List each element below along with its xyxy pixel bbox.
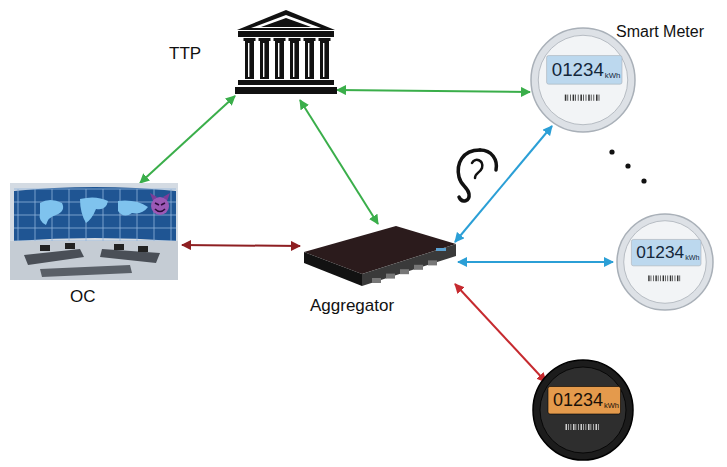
smart-meter-node: Smart Meter 01234kWh bbox=[528, 22, 725, 138]
node-label: TTP bbox=[169, 44, 201, 64]
operation-center-node: OC bbox=[10, 183, 182, 313]
ttp-node: TTP bbox=[165, 8, 337, 100]
link-arrow bbox=[182, 245, 300, 246]
node-label: Aggregator bbox=[310, 296, 394, 316]
link-arrow bbox=[455, 284, 546, 382]
link-arrow bbox=[455, 126, 552, 242]
ttp-building-icon bbox=[235, 8, 337, 100]
link-arrow bbox=[458, 261, 613, 263]
aggregator-device bbox=[300, 222, 460, 294]
operation-center-illustration bbox=[10, 183, 182, 283]
node-label: OC bbox=[70, 287, 96, 307]
link-arrow bbox=[300, 100, 378, 224]
link-arrow bbox=[337, 90, 530, 92]
meter-reading: 01234 bbox=[634, 240, 684, 265]
meter-unit: kWh bbox=[604, 402, 619, 410]
meter-reading: 01234 bbox=[550, 56, 604, 83]
smart-meter-illustration bbox=[531, 358, 636, 463]
attacker-devil-icon bbox=[150, 193, 170, 215]
smart-meter-node: 01234kWh bbox=[531, 358, 635, 462]
meter-unit: kWh bbox=[605, 72, 621, 80]
meter-unit: kWh bbox=[685, 254, 699, 261]
smart-meter-illustration bbox=[615, 212, 716, 313]
node-label: Smart Meter bbox=[616, 22, 704, 41]
meter-reading: 01234 bbox=[551, 387, 603, 413]
continuation-dots bbox=[609, 149, 646, 183]
smart-meter-node: 01234kWh bbox=[615, 212, 715, 312]
eavesdropper-ear bbox=[458, 150, 496, 201]
link-arrow bbox=[140, 96, 235, 183]
aggregator-node: Aggregator bbox=[300, 222, 460, 322]
